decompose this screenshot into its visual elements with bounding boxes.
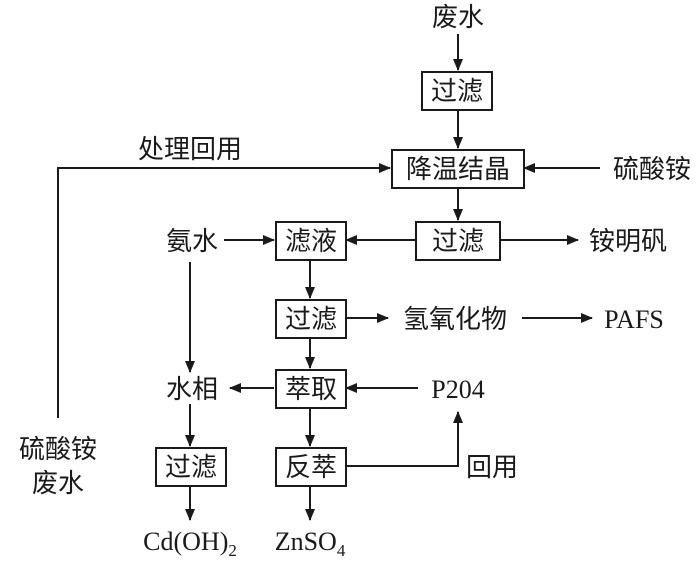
crystallization-box <box>391 149 525 189</box>
ammonium-alum-label: 铵明矾 <box>589 227 667 257</box>
filtrate-box <box>275 221 347 261</box>
wastewater-label: 废水 <box>432 3 484 33</box>
filter-4-box <box>155 447 227 487</box>
filter-1-label: 过滤 <box>431 77 483 107</box>
znso4-product-label: ZnSO4 <box>275 527 346 560</box>
labels: 废水 过滤 降温结晶 处理回用 硫酸铵 过滤 铵明矾 氨水 滤液 过滤 氢氧化物… <box>19 3 691 560</box>
extraction-label: 萃取 <box>285 375 337 405</box>
p204-label: P204 <box>431 375 484 404</box>
crystallization-label: 降温结晶 <box>406 155 510 185</box>
connectors <box>57 34 600 521</box>
ammonium-sulfate-wastewater-line2: 废水 <box>32 469 84 499</box>
hydroxide-label: 氢氧化物 <box>403 305 507 335</box>
ammonium-sulfate-wastewater-line1: 硫酸铵 <box>19 435 97 465</box>
filter-2-label: 过滤 <box>432 227 484 257</box>
cdoh2-subscript: 2 <box>228 541 237 560</box>
back-extraction-box <box>275 447 347 487</box>
aqueous-phase-label: 水相 <box>166 375 218 405</box>
back-extraction-label: 反萃 <box>285 453 337 483</box>
filtrate-label: 滤液 <box>285 227 337 257</box>
filter-2-box <box>415 221 501 261</box>
filter-3-box <box>275 299 347 339</box>
filter-4-label: 过滤 <box>165 453 217 483</box>
filter-3-label: 过滤 <box>285 305 337 335</box>
pafs-label: PAFS <box>604 305 664 334</box>
znso4-main: ZnSO <box>275 527 337 556</box>
ammonia-water-label: 氨水 <box>166 227 218 257</box>
recycle-label: 回用 <box>466 453 518 483</box>
extraction-box <box>275 369 347 409</box>
filter-1-box <box>421 71 493 111</box>
process-boxes <box>155 71 525 487</box>
arrow-treatment-reuse <box>57 163 391 418</box>
znso4-subscript: 4 <box>337 541 346 560</box>
arrow-back-extraction-recycle-to-p204 <box>346 411 463 467</box>
ammonium-sulfate-label: 硫酸铵 <box>613 155 691 185</box>
cdoh2-main: Cd(OH) <box>143 527 228 556</box>
treatment-reuse-label: 处理回用 <box>138 135 242 165</box>
cdoh2-product-label: Cd(OH)2 <box>143 527 237 560</box>
